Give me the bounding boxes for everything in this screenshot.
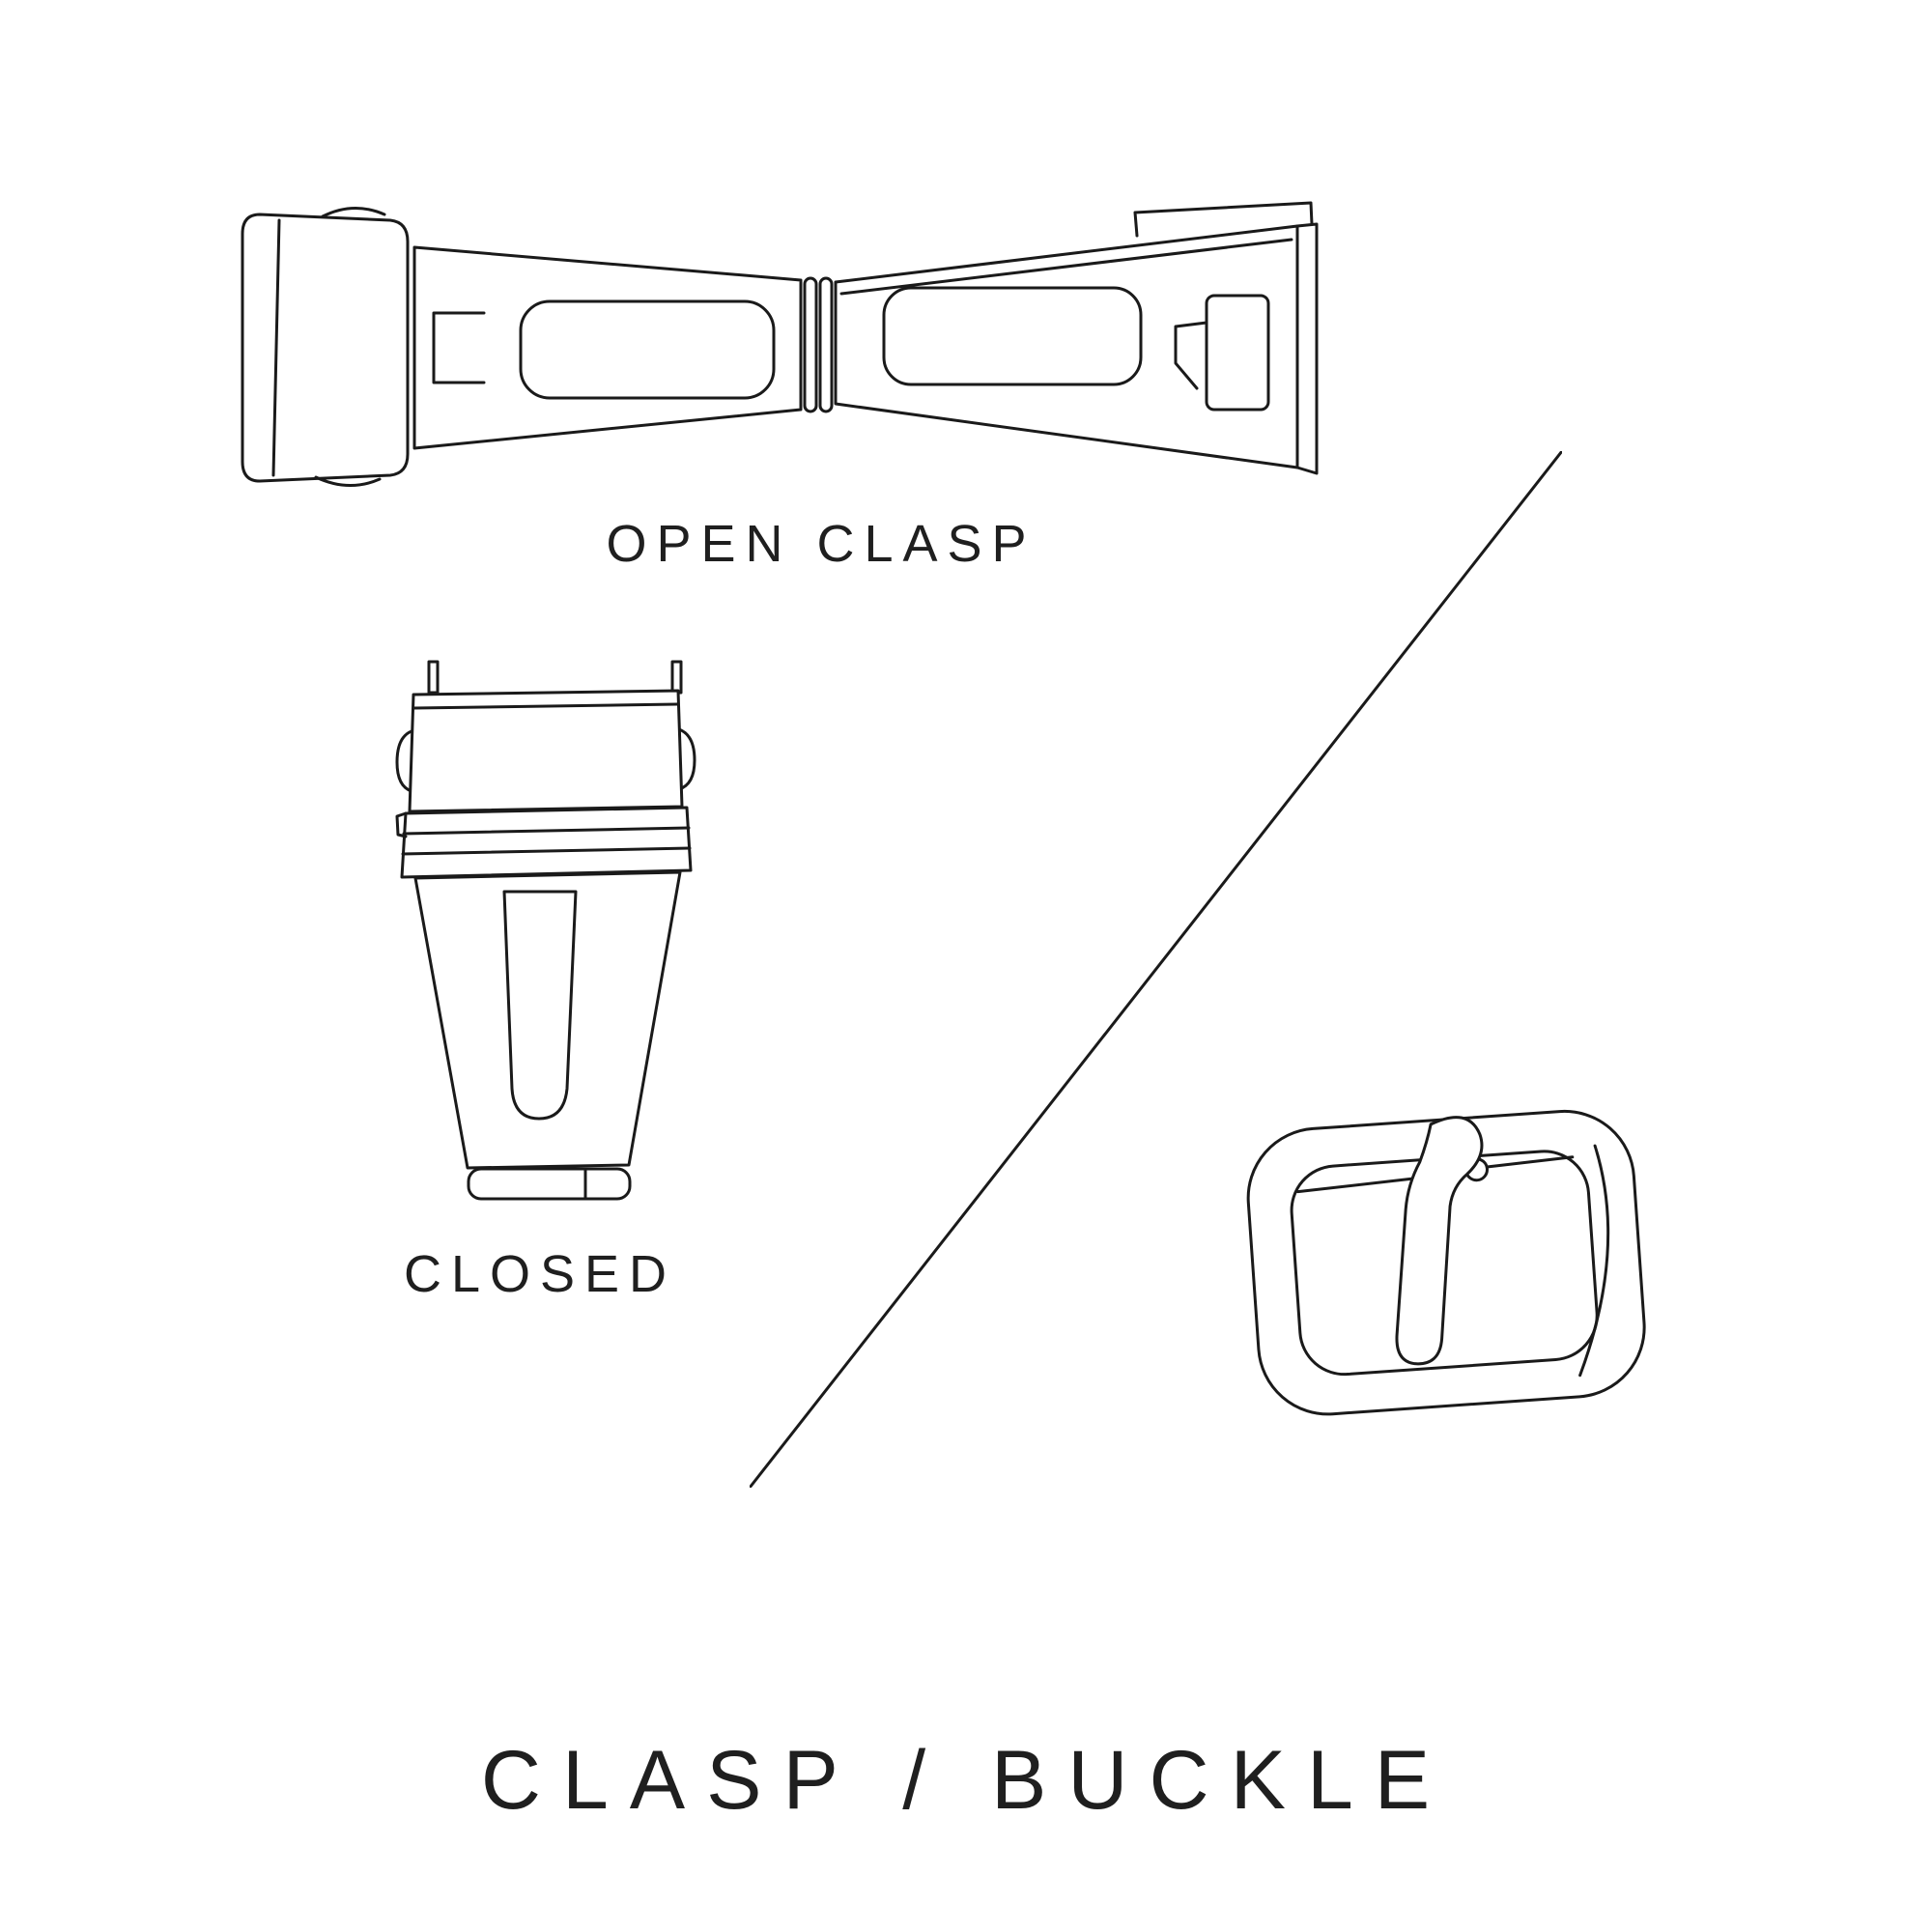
clasp-cover [408,689,684,813]
clasp-left-band-end [241,206,410,488]
clasp-center-hinge [803,276,834,413]
closed-clasp-icon [395,660,696,1201]
closed-clasp-illustration [394,660,703,1210]
buckle-illustration [1243,1096,1653,1425]
clasp-pusher-left [395,729,413,793]
clasp-pusher-right [677,727,696,791]
clasp-prong-right [670,660,683,695]
diagonal-divider-line [750,451,1562,1488]
clasp-body [413,870,682,1170]
open-clasp-icon [241,201,1319,488]
buckle-tongue [1395,1116,1484,1366]
clasp-band [395,806,693,879]
page-title: CLASP / BUCKLE [480,1734,1452,1827]
clasp-left-blade [412,245,803,450]
buckle-icon [1246,1109,1646,1416]
clasp-right-blade [834,201,1319,475]
clasp-prong-left [427,660,440,695]
open-clasp-illustration [231,193,1322,512]
closed-label: CLOSED [403,1245,677,1303]
open-clasp-label: OPEN CLASP [606,515,1037,573]
clasp-bottom-cap [467,1167,632,1201]
